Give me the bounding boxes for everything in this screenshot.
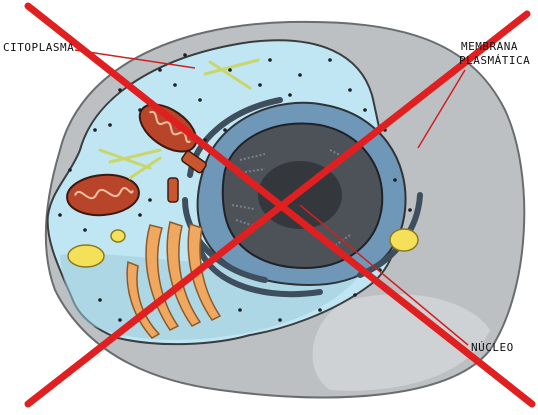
label-membrana-line1: MEMBRANA [461, 40, 518, 53]
label-nucleo: NÚCLEO [471, 341, 514, 354]
centriole-2 [168, 178, 178, 202]
label-membrana-line2: PLASMÁTICA [459, 54, 530, 67]
vesicle-small [111, 230, 125, 242]
cell-outer-highlight [313, 294, 490, 391]
vesicle-left [68, 245, 104, 267]
label-citoplasma: CITOPLASMA [3, 41, 74, 54]
vesicle-right [390, 229, 418, 251]
